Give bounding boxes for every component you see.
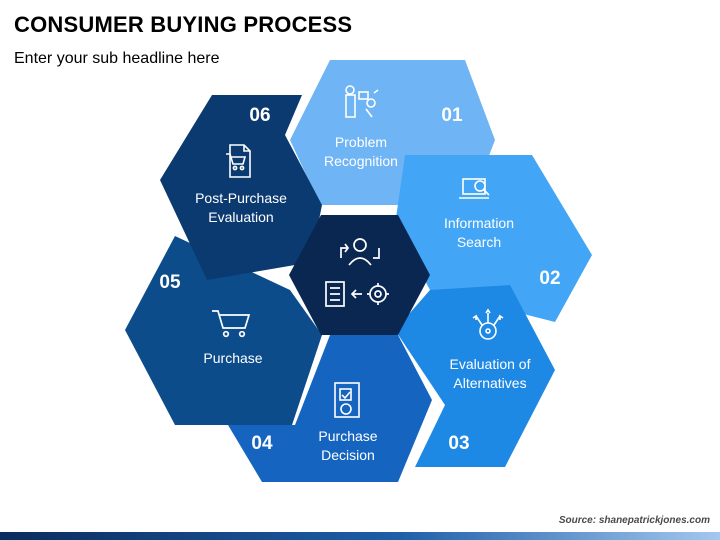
step-01-label-line1: Problem [335, 134, 387, 150]
consumer-process-icon [325, 238, 389, 307]
purchase-decision-icon [334, 382, 360, 418]
shopping-cart-icon [212, 310, 251, 338]
step-05-label-line1: Purchase [203, 350, 262, 366]
step-04-shape [228, 335, 432, 482]
information-search-icon [459, 178, 490, 199]
step-04-label-line2: Decision [321, 447, 375, 463]
step-06-shape [160, 95, 322, 280]
step-06-number: 06 [249, 105, 270, 126]
source-credit: Source: shanepatrickjones.com [558, 515, 710, 526]
step-01-number: 01 [441, 105, 463, 126]
step-02-information-search: Information Search 02 [395, 155, 592, 322]
step-03-shape [395, 285, 555, 467]
problem-recognition-icon [345, 85, 379, 118]
step-03-label-line2: Alternatives [453, 375, 526, 391]
step-02-shape [395, 155, 592, 322]
step-05-number: 05 [159, 272, 181, 293]
step-02-number: 02 [539, 268, 560, 289]
center-hexagon [289, 215, 430, 335]
step-04-number: 04 [251, 433, 273, 454]
step-02-label-line2: Search [457, 234, 501, 250]
step-06-label-line1: Post-Purchase [195, 190, 287, 206]
footer-gradient-bar [0, 532, 720, 540]
step-03-label-line1: Evaluation of [450, 356, 531, 372]
page-subtitle: Enter your sub headline here [14, 50, 220, 67]
step-05-purchase: 05 Purchase [125, 236, 322, 425]
step-05-shape [125, 236, 322, 425]
step-01-label-line2: Recognition [324, 153, 398, 169]
step-04-purchase-decision: Purchase Decision 04 [228, 335, 432, 482]
post-purchase-icon [226, 144, 251, 178]
step-03-evaluation-of-alternatives: Evaluation of Alternatives 03 [395, 285, 555, 467]
step-03-number: 03 [448, 433, 469, 454]
page-title: CONSUMER BUYING PROCESS [14, 12, 353, 37]
step-06-label-line2: Evaluation [208, 209, 273, 225]
step-02-label-line1: Information [444, 215, 514, 231]
step-06-post-purchase-evaluation: 06 Post-Purchase Evaluation [160, 95, 322, 280]
center-hub [289, 215, 430, 335]
evaluation-icon [472, 308, 504, 340]
step-04-label-line1: Purchase [318, 428, 377, 444]
